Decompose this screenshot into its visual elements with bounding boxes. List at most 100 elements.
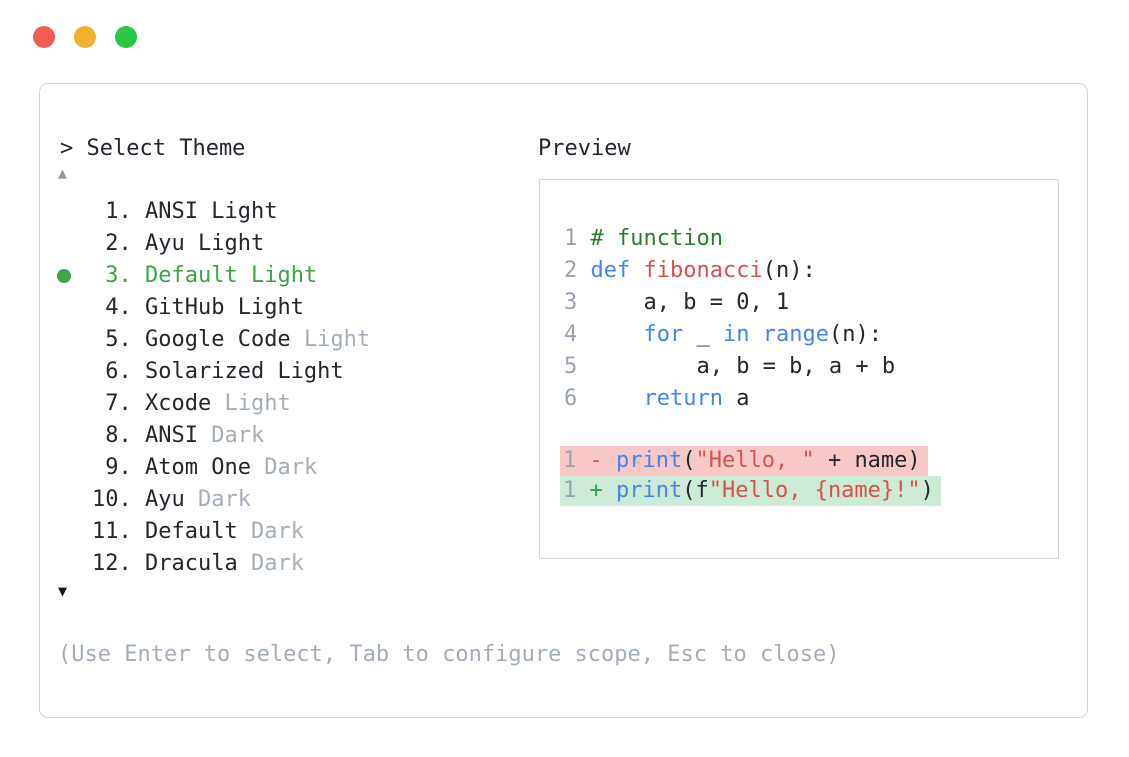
line-number: 4 [564, 322, 591, 347]
code-token: in [722, 322, 750, 347]
code-token: a [722, 386, 750, 411]
theme-list-item[interactable]: 11. Default Dark [40, 516, 567, 548]
window-controls [33, 26, 137, 48]
theme-item-variant: Light [211, 199, 278, 224]
theme-item-number: 8. [92, 423, 145, 448]
code-line: 3 a, b = 0, 1 [564, 287, 895, 319]
theme-item-name: Google Code [144, 327, 304, 352]
theme-item-name: ANSI [144, 199, 212, 224]
diff-lines: 1 - print("Hello, " + name)1 + print(f"H… [560, 446, 941, 506]
theme-item-name: Default [144, 519, 251, 544]
theme-item-name: Atom One [144, 455, 265, 480]
theme-item-variant: Dark [211, 423, 265, 448]
line-number: 6 [564, 386, 591, 411]
theme-item-number: 5. [92, 327, 145, 352]
preview-label: Preview [538, 136, 631, 161]
diff-highlight: 1 + print(f"Hello, {name}!") [560, 476, 941, 506]
theme-item-name: Dracula [144, 551, 251, 576]
code-token: ) [920, 478, 934, 503]
theme-item-number: 11. [92, 519, 145, 544]
code-token: (n): [828, 322, 882, 347]
code-line: 6 return a [564, 383, 895, 415]
line-number: 1 [564, 226, 591, 251]
code-token: "Hello, " [695, 448, 815, 473]
theme-item-variant: Light [197, 231, 265, 256]
line-number: 1 [563, 478, 590, 503]
theme-item-variant: Light [250, 263, 318, 288]
theme-list-item[interactable]: 7. Xcode Light [40, 388, 567, 420]
theme-list-item[interactable]: 1. ANSI Light [40, 196, 567, 228]
footer-hint: (Use Enter to select, Tab to configure s… [58, 642, 840, 667]
theme-list-item[interactable]: 8. ANSI Dark [40, 420, 567, 452]
theme-list-item[interactable]: 5. Google Code Light [40, 324, 567, 356]
line-number: 2 [564, 258, 591, 283]
code-token: a, b = b, a + b [590, 354, 896, 379]
minimize-button[interactable] [74, 26, 96, 48]
line-number: 5 [564, 354, 591, 379]
diff-line-removed: 1 - print("Hello, " + name) [560, 446, 941, 476]
code-token: fibonacci [643, 258, 763, 283]
code-token: return [643, 386, 723, 411]
code-token: (f [682, 478, 709, 503]
code-token [591, 322, 644, 347]
theme-item-variant: Dark [264, 455, 318, 480]
scroll-up-icon[interactable]: ▲ [58, 164, 68, 182]
line-number: 3 [564, 290, 591, 315]
code-token: range [762, 322, 829, 347]
theme-item-name: Ayu [144, 487, 198, 512]
theme-list-item[interactable]: 6. Solarized Light [40, 356, 567, 388]
diff-sign: + [589, 478, 616, 503]
code-token: _ [683, 322, 723, 347]
code-token: print [616, 448, 683, 473]
theme-item-name: GitHub [144, 295, 238, 320]
theme-list-item[interactable]: 3. Default Light [40, 260, 567, 292]
code-line: 5 a, b = b, a + b [564, 351, 895, 383]
theme-item-name: Xcode [144, 391, 225, 416]
theme-item-name: Ayu [144, 231, 198, 256]
theme-item-number: 10. [92, 487, 145, 512]
scroll-down-icon[interactable]: ▼ [58, 582, 68, 600]
theme-item-name: Default [144, 263, 251, 288]
theme-item-number: 6. [92, 359, 145, 384]
code-token: def [590, 258, 631, 283]
theme-picker-panel: > Select Theme ▲ 1. ANSI Light 2. Ayu Li… [39, 83, 1088, 718]
close-button[interactable] [33, 26, 55, 48]
theme-item-variant: Dark [197, 487, 251, 512]
theme-item-number: 7. [92, 391, 145, 416]
theme-item-number: 3. [92, 263, 145, 288]
line-number: 1 [563, 448, 590, 473]
code-token [630, 258, 643, 283]
theme-list-item[interactable]: 9. Atom One Dark [40, 452, 567, 484]
code-line: 2 def fibonacci(n): [564, 255, 895, 287]
diff-highlight: 1 - print("Hello, " + name) [560, 446, 928, 476]
theme-list: 1. ANSI Light 2. Ayu Light 3. Default Li… [40, 196, 567, 580]
theme-item-variant: Light [303, 327, 371, 352]
theme-item-variant: Dark [250, 519, 304, 544]
theme-item-name: ANSI [144, 423, 212, 448]
theme-list-item[interactable]: 12. Dracula Dark [40, 548, 567, 580]
zoom-button[interactable] [115, 26, 137, 48]
code-token [591, 386, 644, 411]
code-line: 1 # function [564, 223, 895, 255]
selected-dot-icon [57, 269, 71, 283]
theme-item-number: 2. [92, 231, 145, 256]
code-line: 4 for _ in range(n): [564, 319, 895, 351]
code-token: (n): [762, 258, 816, 283]
code-token [749, 322, 762, 347]
theme-list-item[interactable]: 4. GitHub Light [40, 292, 567, 324]
select-theme-prompt: > Select Theme [60, 136, 246, 161]
theme-list-item[interactable]: 2. Ayu Light [40, 228, 567, 260]
code-token: # function [590, 226, 723, 251]
theme-item-number: 1. [92, 199, 145, 224]
code-token: ( [682, 448, 696, 473]
code-token: for [643, 322, 684, 347]
theme-item-number: 4. [92, 295, 145, 320]
diff-line-added: 1 + print(f"Hello, {name}!") [560, 476, 941, 506]
code-token: "Hello, {name}!" [708, 478, 921, 503]
theme-list-item[interactable]: 10. Ayu Dark [40, 484, 567, 516]
theme-item-variant: Dark [250, 551, 304, 576]
theme-item-number: 12. [92, 551, 145, 576]
diff-sign: - [589, 448, 616, 473]
